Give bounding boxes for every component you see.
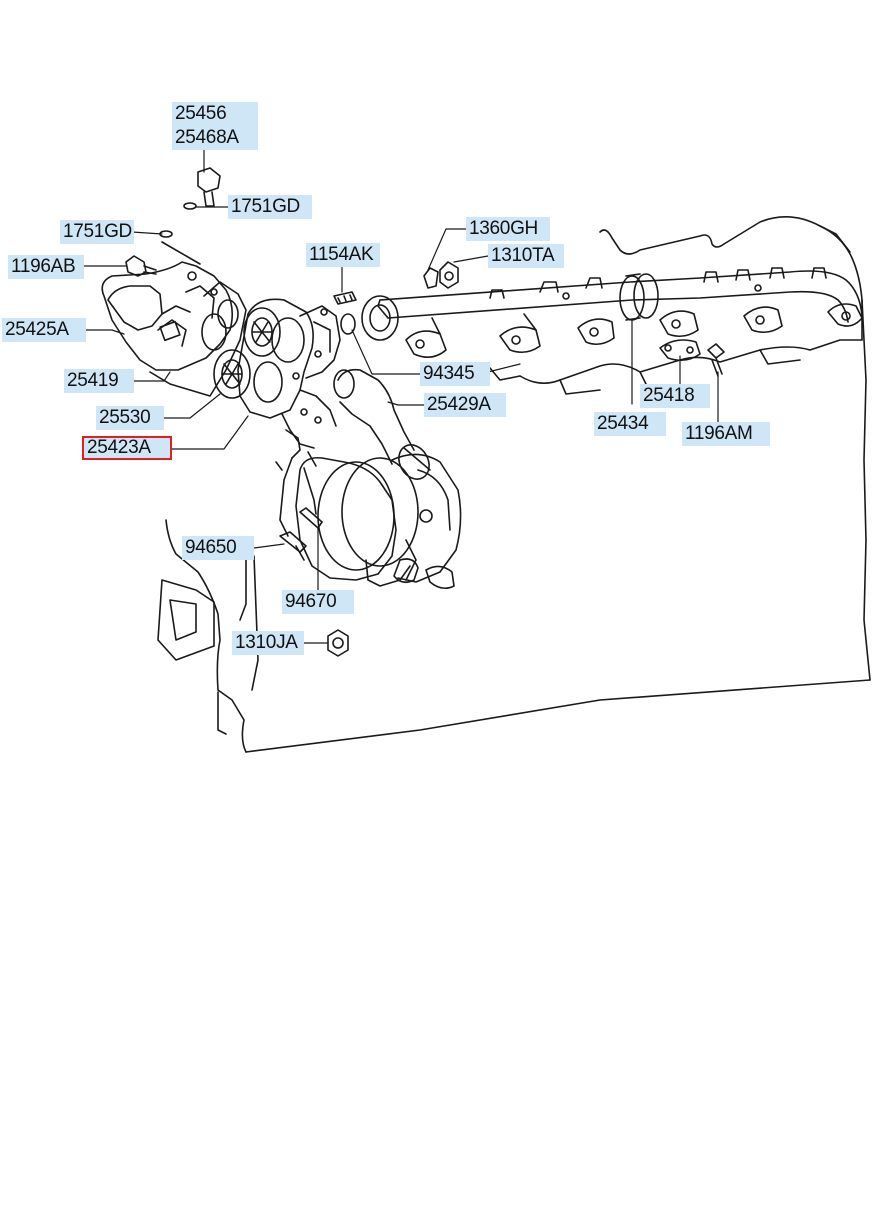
- callout-25456-25468A[interactable]: 25456 25468A: [172, 102, 258, 150]
- leader-lines: [81, 149, 719, 644]
- callout-1751GD-left[interactable]: 1751GD: [60, 220, 134, 244]
- callout-25434[interactable]: 25434: [594, 412, 666, 436]
- callout-25418[interactable]: 25418: [640, 384, 710, 408]
- callout-1310JA[interactable]: 1310JA: [232, 631, 304, 655]
- callout-94345[interactable]: 94345: [420, 362, 490, 386]
- callout-25530[interactable]: 25530: [96, 406, 164, 430]
- callout-25423A-selected[interactable]: 25423A: [82, 436, 172, 460]
- nut: [327, 629, 349, 657]
- callout-25419[interactable]: 25419: [64, 369, 134, 393]
- callout-25425A[interactable]: 25425A: [2, 318, 86, 342]
- engine-block-outline: [157, 216, 871, 753]
- callout-94650[interactable]: 94650: [182, 536, 254, 560]
- thermostat-housing: [237, 298, 341, 449]
- callout-1360GH[interactable]: 1360GH: [466, 217, 550, 241]
- turbocharger: [295, 453, 462, 590]
- callout-1196AB[interactable]: 1196AB: [8, 255, 84, 279]
- callout-1154AK[interactable]: 1154AK: [306, 243, 380, 267]
- callout-1196AM[interactable]: 1196AM: [682, 422, 770, 446]
- part-number-25456: 25456: [175, 103, 227, 124]
- gasket: [149, 281, 247, 397]
- part-number-25468A: 25468A: [175, 127, 239, 148]
- callout-1751GD-right[interactable]: 1751GD: [228, 195, 312, 219]
- water-pipe: [333, 368, 431, 480]
- sensors: [275, 429, 323, 561]
- callout-1310TA[interactable]: 1310TA: [488, 244, 564, 268]
- callout-25429A[interactable]: 25429A: [424, 393, 506, 417]
- water-outlet-housing: [101, 167, 234, 371]
- callout-94670[interactable]: 94670: [282, 590, 354, 614]
- exhaust-manifold: [333, 261, 863, 377]
